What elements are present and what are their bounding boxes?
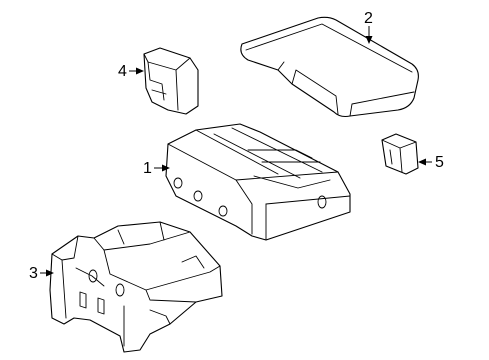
part-3-tray (49, 221, 223, 353)
callout-5-arrowhead (418, 158, 426, 166)
callout-4: 4 (118, 63, 144, 80)
callout-3-label: 3 (29, 265, 38, 282)
callout-1-arrowhead (162, 164, 170, 172)
callout-2: 2 (364, 10, 373, 44)
callout-1: 1 (143, 160, 170, 177)
part-5-relay (381, 133, 419, 175)
callout-3: 3 (29, 265, 54, 282)
callout-3-arrowhead (46, 269, 54, 277)
part-4-connector (143, 47, 199, 115)
callout-2-label: 2 (364, 10, 373, 27)
callout-1-label: 1 (143, 160, 152, 177)
callout-5-label: 5 (435, 154, 444, 171)
callout-4-label: 4 (118, 63, 127, 80)
callout-4-arrowhead (136, 67, 144, 75)
part-2-cover (240, 16, 419, 118)
part-1-module (165, 123, 351, 241)
callout-5: 5 (418, 154, 444, 171)
callout-2-arrowhead (365, 36, 373, 44)
